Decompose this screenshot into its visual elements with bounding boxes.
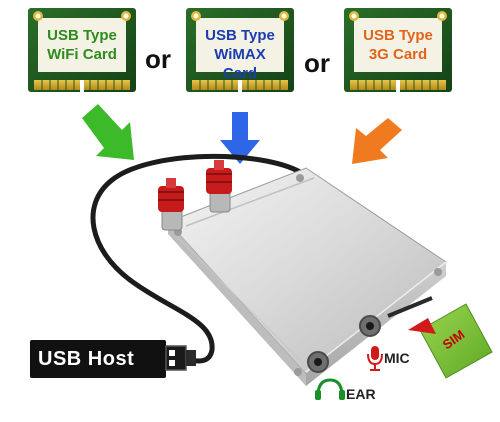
- blue-arrow: [220, 112, 260, 164]
- mic-jack: [359, 315, 381, 337]
- 3g-card: [344, 8, 452, 92]
- or-connector-1: or: [145, 44, 171, 74]
- wimax-card-line1: USB Type: [205, 27, 275, 44]
- usb-host-label: USB Host: [38, 348, 135, 370]
- ear-label: EAR: [346, 386, 376, 402]
- wifi-card: [28, 8, 136, 92]
- microphone-icon: [367, 346, 383, 371]
- wimax-card-label: USB Type WiMAX Card: [196, 26, 284, 83]
- antenna-connector-2: [206, 160, 232, 213]
- sim-insert-arrow: [408, 318, 436, 334]
- sim-slot: [387, 296, 433, 318]
- ear-jack: [307, 351, 329, 373]
- usb-cable: [90, 153, 303, 364]
- wimax-card: [186, 8, 294, 92]
- or-connector-2: or: [304, 48, 330, 78]
- wifi-card-line1: USB Type: [47, 27, 117, 44]
- orange-arrow: [352, 118, 402, 164]
- wifi-card-label: USB Type WiFi Card: [38, 26, 126, 64]
- 3g-card-line1: USB Type: [363, 27, 433, 44]
- wimax-card-line2: WiMAX Card: [214, 46, 266, 82]
- antenna-connector-1: [158, 178, 184, 231]
- wifi-card-line2: WiFi Card: [47, 46, 117, 63]
- sim-card: [419, 303, 493, 379]
- 3g-card-label: USB Type 3G Card: [354, 26, 442, 64]
- usb-host-plug: [30, 340, 196, 378]
- green-arrow: [82, 104, 134, 160]
- mic-label: MIC: [384, 350, 410, 366]
- 3g-card-line2: 3G Card: [368, 46, 428, 63]
- headphones-icon: [315, 378, 345, 400]
